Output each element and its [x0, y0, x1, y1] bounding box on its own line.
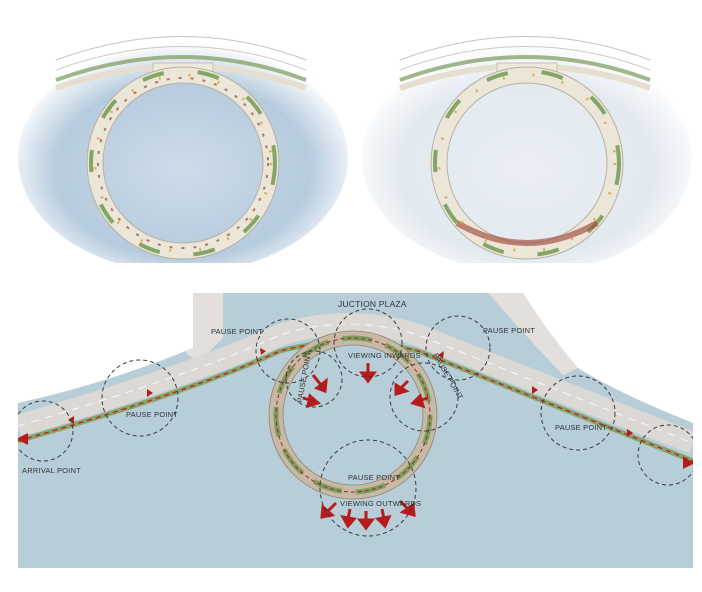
- route-direction-arrows: [68, 348, 633, 437]
- pause-circles: [18, 308, 693, 537]
- planting-strip: [399, 55, 651, 82]
- label-arrival-point: ARRIVAL POINT: [22, 466, 81, 475]
- label-pause-right: PAUSE POINT: [555, 423, 607, 432]
- terrace-extension: [455, 220, 599, 246]
- label-viewing-outwards: VIEWING OUTWARDS: [340, 499, 421, 508]
- label-pause-top-left: PAUSE POINT: [211, 327, 263, 336]
- circulation-plan: JUCTION PLAZA PAUSE POINT PAUSE POINT PA…: [18, 293, 693, 568]
- label-pause-bottom: PAUSE POINT: [348, 473, 400, 482]
- label-junction-plaza: JUCTION PLAZA: [338, 299, 407, 309]
- viewing-outwards-arrows: [320, 499, 416, 531]
- ring-planting: [433, 69, 621, 257]
- arrival-arrow: [18, 433, 28, 445]
- planting-strip: [55, 55, 307, 82]
- label-viewing-inwards: VIEWING INWARDS: [348, 351, 421, 360]
- ring-sketch-after: [362, 18, 692, 263]
- exit-arrow: [683, 457, 693, 469]
- label-pause-top-right: PAUSE POINT: [483, 326, 535, 335]
- label-pause-left: PAUSE POINT: [126, 410, 178, 419]
- ring-sketch-before: [18, 18, 348, 263]
- ring-planting: [89, 69, 277, 257]
